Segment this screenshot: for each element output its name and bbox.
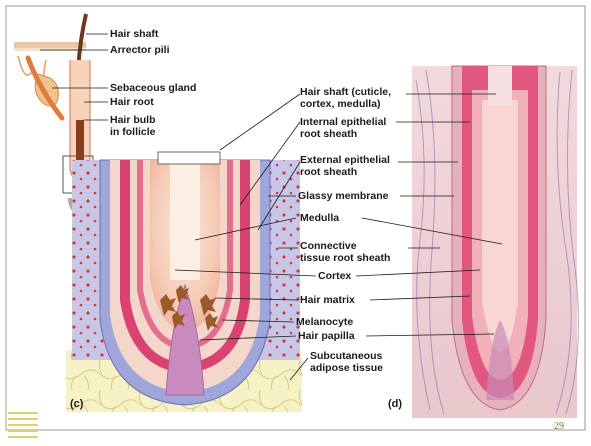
label-connective-sheath: Connective tissue root sheath — [300, 240, 390, 264]
label-subcutaneous: Subcutaneous adipose tissue — [310, 350, 383, 374]
label-sebaceous-gland: Sebaceous gland — [110, 82, 196, 94]
panel-c-label: (c) — [70, 398, 83, 410]
label-medulla: Medulla — [300, 212, 339, 224]
label-hair-bulb: Hair bulb in follicle — [110, 114, 156, 138]
page-number: 29 — [554, 421, 564, 432]
label-internal-sheath: Internal epithelial root sheath — [300, 116, 386, 140]
label-hair-shaft-detail: Hair shaft (cuticle, cortex, medulla) — [300, 86, 391, 110]
micrograph — [412, 66, 579, 418]
label-hair-papilla: Hair papilla — [298, 330, 355, 342]
decorative-lines — [8, 412, 38, 446]
label-hair-matrix: Hair matrix — [300, 294, 355, 306]
label-glassy-membrane: Glassy membrane — [298, 190, 388, 202]
label-melanocyte: Melanocyte — [296, 316, 353, 328]
label-hair-shaft: Hair shaft — [110, 28, 158, 40]
follicle-illustration — [66, 152, 302, 412]
panel-d-label: (d) — [388, 398, 402, 410]
label-external-sheath: External epithelial root sheath — [300, 154, 390, 178]
shaft-detail-box — [158, 152, 220, 164]
label-hair-root: Hair root — [110, 96, 154, 108]
label-cortex: Cortex — [318, 270, 351, 282]
label-arrector-pili: Arrector pili — [110, 44, 170, 56]
